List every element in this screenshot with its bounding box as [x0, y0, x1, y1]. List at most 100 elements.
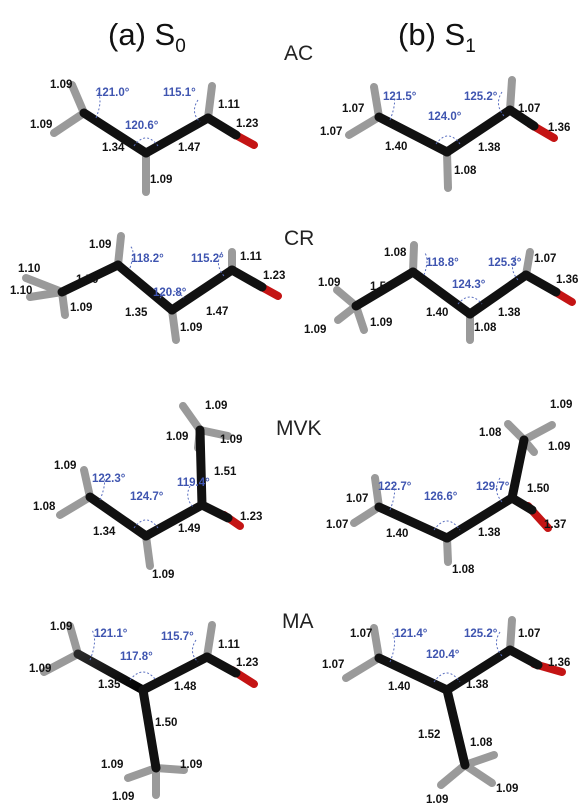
molecule-ac-s1-bond-length-3: 1.38: [478, 142, 501, 154]
molecule-ac-s0-bond-length-4: 1.11: [218, 99, 240, 111]
header-part-3: 1: [465, 36, 476, 57]
molecule-cr-s1-hydrogen-bond-3: [409, 241, 418, 276]
molecule-mvk-s1: 1.09 1.08 1.09 1.07 1.07 1.40 1.38 1.50 …: [326, 399, 572, 576]
molecule-cr-s0-carbon-bond-1: [113, 260, 177, 315]
molecule-mvk-s1-bond-angle-0: 122.7°: [378, 481, 412, 493]
molecule-ma-s0-angle-arc-2: [192, 639, 199, 663]
molecule-ma-s0-bond-length-3: 1.48: [174, 681, 197, 693]
molecule-mvk-s0-bond-length-6: 1.49: [178, 523, 200, 535]
molecule-ma-s1-carbon-bond-2: [442, 685, 470, 770]
molecule-cr-s1-carbon-bond-2: [465, 270, 531, 319]
molecule-mvk-s0-bond-length-8: 1.23: [240, 511, 262, 523]
molecule-mvk-s0-hydrogen-bond-2: [142, 532, 154, 570]
molecule-cr-s0-bond-angle-0: 118.2°: [131, 253, 164, 265]
molecule-ac-s1-bond-length-2: 1.40: [385, 141, 407, 153]
molecule-cr-s1-bond-length-6: 1.38: [498, 307, 521, 319]
molecule-ma-s1-bond-length-3: 1.38: [466, 679, 489, 691]
header-part-2: (b) S: [398, 17, 465, 52]
molecule-mvk-s1-carbon-bond-0: [374, 502, 452, 543]
molecule-ac-s1-bond-angle-2: 125.2°: [464, 91, 498, 103]
molecule-ma-s1-hydrogen-bond-4: [461, 751, 498, 769]
molecule-cr-s0-bond-length-6: 1.47: [206, 306, 228, 318]
molecule-ac-s0-bond-length-0: 1.09: [50, 79, 72, 91]
molecule-mvk-s1-bond-length-2: 1.09: [548, 441, 570, 453]
molecule-ma-s1-bond-length-6: 1.52: [418, 729, 440, 741]
molecule-ac-s0-bond-length-2: 1.34: [102, 142, 125, 154]
molecule-mvk-s1-bond-length-3: 1.07: [346, 493, 368, 505]
molecule-ma-s0-hydrogen-bond-4: [152, 764, 188, 774]
molecule-ma-s1-angle-arc-0: [389, 631, 396, 663]
molecule-ac-s1-hydrogen-bond-2: [506, 76, 516, 114]
molecule-cr-s1-bond-length-3: 1.50: [370, 281, 392, 293]
header-part-0: (a) S: [108, 17, 175, 52]
molecule-cr-s1-bond-length-0: 1.08: [384, 247, 407, 259]
molecule-ac-s1-hydrogen-bond-1: [345, 113, 383, 139]
molecule-ma-s1-hydrogen-bond-5: [461, 761, 496, 787]
molecule-mvk-s0-hydrogen-bond-3: [179, 402, 204, 434]
molecule-mvk-s0-carbon-bond-2: [195, 425, 207, 510]
molecule-cr-s1-angle-arc-1: [457, 296, 483, 305]
molecule-mvk-s0-carbon-bond-1: [141, 500, 207, 541]
molecule-cr-s0-angle-arc-2: [218, 251, 225, 277]
molecule-cr-s1-bond-angle-0: 118.8°: [426, 257, 459, 269]
molecule-ma-s1-bond-angle-1: 120.4°: [426, 649, 460, 661]
molecule-mvk-s1-angle-arc-0: [389, 481, 396, 511]
molecule-cr-s0-bond-length-2: 1.10: [10, 285, 32, 297]
molecule-ma-s0-carbon-bond-1: [138, 652, 212, 695]
molecule-mvk-s1-carbon-bond-2: [507, 435, 529, 503]
molecule-mvk-s1-bond-length-8: 1.37: [544, 519, 566, 531]
molecule-ma-s0-angle-arc-0: [89, 629, 96, 661]
molecule-mvk-s1-hydrogen-bond-4: [520, 421, 556, 444]
molecule-ac-s0-hydrogen-bond-1: [50, 109, 88, 137]
molecule-ma-s0-hydrogen-bond-0: [66, 622, 82, 658]
molecule-ma-s0-bond-length-8: 1.09: [180, 759, 202, 771]
molecule-mvk-s1-bond-angle-1: 126.6°: [424, 491, 458, 503]
molecule-cr-s0-bond-length-5: 1.35: [125, 307, 148, 319]
molecule-mvk-s1-carbon-bond-1: [442, 493, 517, 543]
molecule-ma-s0-hydrogen-bond-1: [40, 650, 82, 676]
molecule-mvk-s1-angle-arc-2: [496, 477, 503, 503]
molecule-cr-s1-carbon-bond-3: [521, 270, 561, 297]
molecule-cr-s1-carbon-bond-1: [408, 267, 475, 319]
molecule-ac-s1-carbon-bond-1: [442, 105, 515, 157]
molecule-mvk-s0-carbon-bond-0: [85, 492, 151, 541]
molecule-cr-s0-bond-length-0: 1.09: [89, 239, 111, 251]
molecule-mvk-s0-bond-angle-1: 124.7°: [130, 491, 164, 503]
molecule-ma-s0-bond-length-7: 1.09: [101, 759, 123, 771]
molecule-ac-s1: 1.07 1.07 1.40 1.38 1.07 1.36 1.08 121.5…: [320, 76, 570, 192]
molecule-ac-s1-bond-length-4: 1.07: [518, 103, 540, 115]
molecule-mvk-s0-bond-length-1: 1.09: [166, 431, 188, 443]
molecule-ma-s1-angle-arc-1: [433, 672, 461, 683]
molecule-ma-s1-carbon-bond-1: [442, 645, 515, 695]
molecule-ac-s1-carbon-bond-0: [374, 112, 452, 157]
molecule-ma-s0-bond-length-4: 1.11: [218, 639, 240, 651]
molecule-cr-s1-bond-length-7: 1.07: [534, 253, 556, 265]
molecule-cr-s1-bond-length-2: 1.09: [304, 324, 326, 336]
molecule-ma-s0-bond-angle-0: 121.1°: [94, 628, 128, 640]
molecule-ma-s1-bond-length-9: 1.09: [426, 794, 448, 806]
molecule-cr-s0-carbon-bond-2: [167, 265, 237, 315]
molecule-cr-s0-hydrogen-bond-3: [114, 232, 125, 269]
molecule-mvk-s1-bond-length-0: 1.09: [550, 399, 572, 411]
molecule-cr-s1-angle-arc-2: [512, 255, 519, 281]
molecule-cr-s0-hydrogen-bond-1: [26, 288, 66, 301]
molecule-cr-s0-bond-angle-2: 115.2°: [191, 253, 224, 265]
molecule-mvk-s0-hydrogen-bond-5: [196, 426, 232, 440]
molecule-cr-s0-bond-length-8: 1.23: [263, 270, 285, 282]
molecule-ma-s0: 1.09 1.09 1.35 1.48 1.11 1.23 1.50 1.09 …: [29, 621, 258, 803]
molecule-ma-s1-hydrogen-bond-3: [437, 761, 469, 789]
molecule-mvk-s1-carbon-bond-3: [507, 493, 537, 515]
molecule-mvk-s1-bond-length-5: 1.40: [386, 528, 408, 540]
molecule-ma-s1-angle-arc-2: [496, 631, 503, 657]
molecule-cr-s0-angle-arc-0: [129, 245, 134, 269]
molecule-ac-s1-bond-length-1: 1.07: [320, 126, 342, 138]
molecule-mvk-s1-hydrogen-bond-0: [371, 474, 383, 511]
molecule-ac-s0-bond-length-5: 1.23: [236, 118, 258, 130]
molecule-ac-s0-bond-angle-2: 115.1°: [163, 87, 196, 99]
molecule-ma-s1-bond-angle-2: 125.2°: [464, 628, 498, 640]
molecule-ma-s0-bond-angle-1: 117.8°: [120, 651, 153, 663]
molecule-ma-s0-carbon-bond-2: [138, 685, 161, 773]
molecule-mvk-s0-angle-arc-0: [99, 473, 106, 501]
molecule-ma-s1-bond-length-5: 1.36: [548, 657, 570, 669]
